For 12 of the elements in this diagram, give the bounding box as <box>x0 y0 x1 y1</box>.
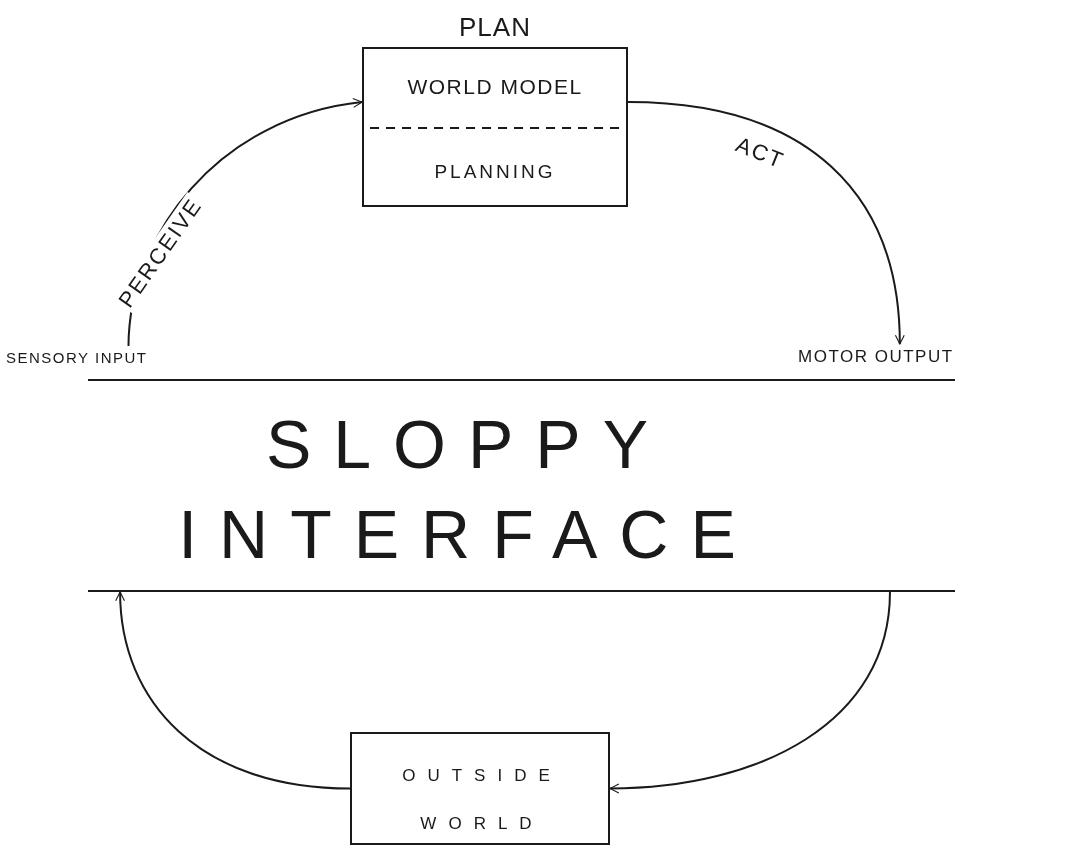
process-box <box>350 732 610 845</box>
arrow <box>627 101 905 345</box>
band-title: SLOPPY INTERFACE <box>177 405 759 574</box>
io-label: SENSORY INPUT <box>6 348 149 368</box>
io-label: MOTOR OUTPUT <box>798 346 955 368</box>
box-text: PLANNING <box>433 160 557 184</box>
interface-band <box>88 379 955 592</box>
arrow <box>115 591 351 790</box>
arrow <box>609 591 891 794</box>
box-heading: PLAN <box>458 12 532 42</box>
box-text: OUTSIDE WORLD <box>402 765 562 835</box>
box-text: WORLD MODEL <box>406 74 584 100</box>
